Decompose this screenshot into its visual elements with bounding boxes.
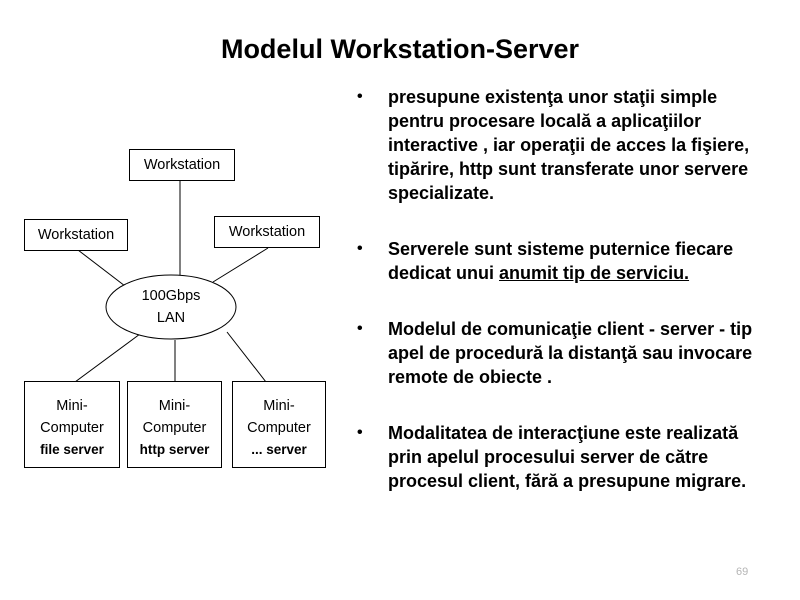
workstation-top-label: Workstation	[143, 157, 221, 173]
bullet-text: presupune existenţa unor staţii simple p…	[388, 87, 750, 203]
workstation-right: Workstation	[214, 216, 320, 248]
server-other-line3: ... server	[251, 442, 307, 457]
workstation-left-label: Workstation	[37, 227, 115, 243]
workstation-top: Workstation	[129, 149, 235, 181]
server-http-line3: http server	[139, 442, 210, 457]
server-file-line3: file server	[40, 442, 104, 457]
bullet-dot: •	[357, 88, 363, 105]
bullet-underlined-text: anumit tip de serviciu.	[499, 263, 690, 283]
server-http-line1: Mini-	[158, 398, 191, 414]
bullet-item: • presupune existenţa unor staţii simple…	[357, 85, 777, 205]
bullet-list: • presupune existenţa unor staţii simple…	[357, 85, 777, 525]
bullet-dot: •	[357, 320, 363, 337]
link-server-1	[74, 333, 141, 383]
lan-label-line1: 100Gbps	[141, 288, 201, 304]
bullet-text: Modelul de comunicaţie client - server -…	[388, 319, 753, 387]
link-left	[77, 249, 126, 287]
bullet-item: • Serverele sunt sisteme puternice fieca…	[357, 237, 777, 285]
bullet-text: Modalitatea de interacţiune este realiza…	[388, 423, 747, 491]
server-other: Mini- Computer ... server	[232, 381, 326, 468]
bullet-dot: •	[357, 240, 363, 257]
lan-label-line2: LAN	[156, 310, 186, 326]
server-other-line1: Mini-	[263, 398, 295, 414]
workstation-left: Workstation	[24, 219, 128, 251]
bullet-dot: •	[357, 424, 363, 441]
server-file: Mini- Computer file server	[24, 381, 120, 468]
lan-label: 100Gbps LAN	[107, 285, 235, 329]
lan-ellipse	[105, 274, 237, 340]
slide-title: Modelul Workstation-Server	[220, 34, 580, 64]
link-server-3	[226, 331, 267, 383]
link-right	[212, 247, 269, 283]
server-http-line2: Computer	[142, 420, 207, 436]
page-number: 69	[736, 566, 749, 578]
workstation-right-label: Workstation	[228, 224, 306, 240]
server-file-line2: Computer	[40, 420, 104, 436]
server-file-line1: Mini-	[56, 398, 88, 414]
server-http: Mini- Computer http server	[127, 381, 222, 468]
bullet-text: Serverele sunt sisteme puternice fiecare…	[388, 239, 734, 283]
server-other-line2: Computer	[247, 420, 311, 436]
bullet-item: • Modelul de comunicaţie client - server…	[357, 317, 777, 389]
bullet-item: • Modalitatea de interacţiune este reali…	[357, 421, 777, 493]
